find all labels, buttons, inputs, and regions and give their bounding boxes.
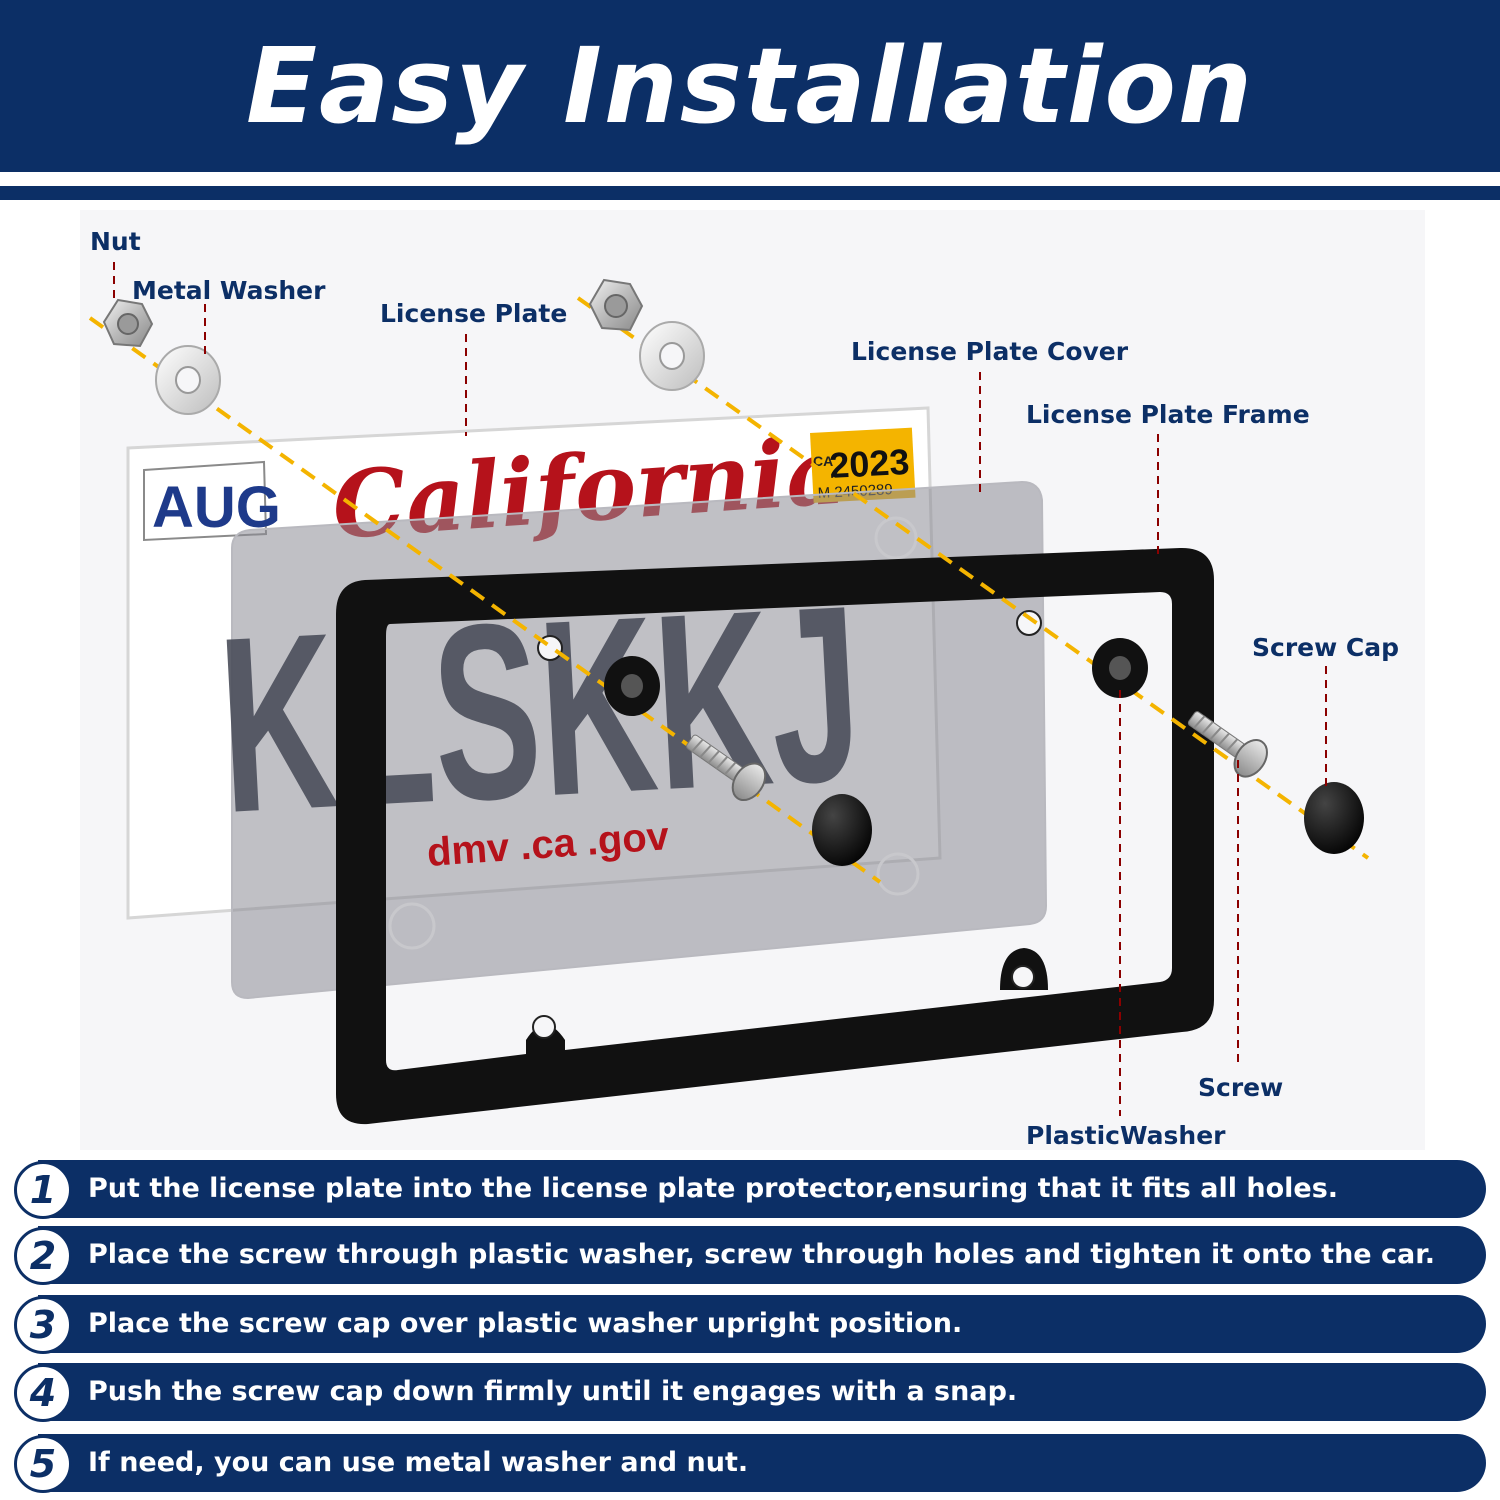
step-bar xyxy=(38,1434,1486,1492)
screw-icon xyxy=(686,734,767,801)
step-bar xyxy=(38,1160,1486,1218)
step-bar xyxy=(38,1295,1486,1353)
step-4: 4 Push the screw cap down firmly until i… xyxy=(14,1363,1486,1422)
plastic-washer-icon xyxy=(1092,638,1148,698)
step-3: 3 Place the screw cap over plastic washe… xyxy=(14,1295,1486,1354)
step-number: 5 xyxy=(14,1435,72,1493)
header-stripe xyxy=(0,186,1500,200)
plastic-washer-icon xyxy=(604,656,660,716)
installation-diagram: AUG California CA 2023 M 2450289 KLSKKJ … xyxy=(80,210,1425,1150)
header-banner: Easy Installation xyxy=(0,0,1500,172)
step-number: 2 xyxy=(14,1227,72,1285)
screw-cap-icon xyxy=(1304,782,1364,854)
label-plastic-washer: PlasticWasher xyxy=(1026,1121,1226,1150)
year-sticker-state: CA xyxy=(813,453,833,469)
step-text: Push the screw cap down firmly until it … xyxy=(88,1376,1018,1407)
step-text: If need, you can use metal washer and nu… xyxy=(88,1447,749,1478)
year-sticker-year: 2023 xyxy=(828,441,910,486)
label-license-plate: License Plate xyxy=(380,299,567,328)
screw-cap-icon xyxy=(812,794,872,866)
step-2: 2 Place the screw through plastic washer… xyxy=(14,1226,1486,1285)
metal-washer-icon xyxy=(155,345,221,415)
label-screw-cap: Screw Cap xyxy=(1252,633,1399,662)
label-nut: Nut xyxy=(90,227,141,256)
step-text: Put the license plate into the license p… xyxy=(88,1173,1339,1204)
nut-icon xyxy=(588,278,644,332)
step-text: Place the screw through plastic washer, … xyxy=(88,1239,1435,1270)
step-5: 5 If need, you can use metal washer and … xyxy=(14,1434,1486,1493)
nut-icon xyxy=(102,298,154,348)
label-metal-washer: Metal Washer xyxy=(132,276,326,305)
step-number: 3 xyxy=(14,1296,72,1354)
step-number: 1 xyxy=(14,1161,72,1219)
label-screw: Screw xyxy=(1198,1073,1283,1102)
step-number: 4 xyxy=(14,1364,72,1422)
step-bar xyxy=(38,1363,1486,1421)
step-text: Place the screw cap over plastic washer … xyxy=(88,1308,963,1339)
screw-icon xyxy=(1187,711,1268,778)
label-license-plate-cover: License Plate Cover xyxy=(851,337,1129,366)
metal-washer-icon xyxy=(639,321,705,391)
step-1: 1 Put the license plate into the license… xyxy=(14,1160,1486,1219)
label-license-plate-frame: License Plate Frame xyxy=(1026,400,1310,429)
page-title: Easy Installation xyxy=(246,25,1254,147)
callout-lines xyxy=(113,262,1327,1116)
step-bar xyxy=(38,1226,1486,1284)
year-sticker xyxy=(810,427,916,503)
